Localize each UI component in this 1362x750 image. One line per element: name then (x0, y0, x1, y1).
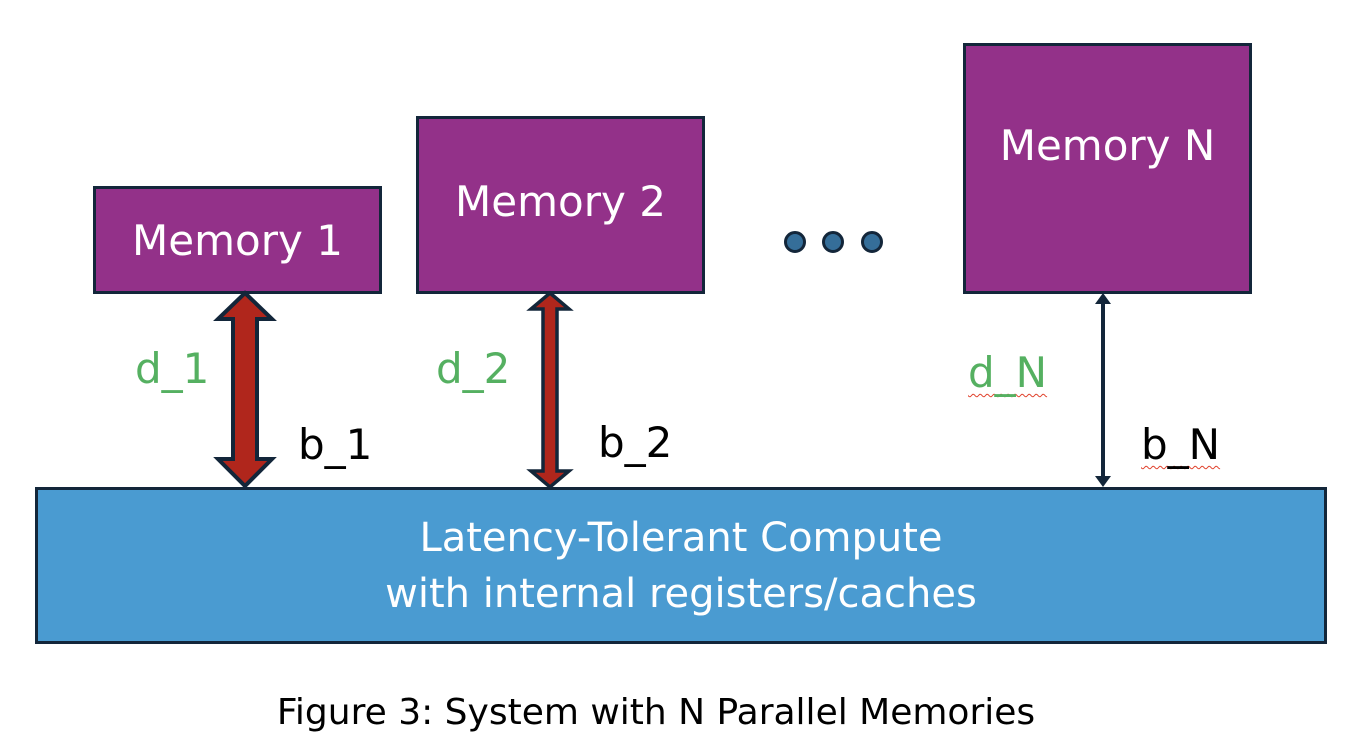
memory-n-box: Memory N (963, 43, 1252, 294)
memory-n-label: Memory N (999, 121, 1216, 170)
delay-label-2: d_2 (436, 344, 511, 393)
compute-subtitle: with internal registers/caches (385, 570, 977, 617)
ellipsis-dot (784, 231, 806, 253)
compute-box: Latency-Tolerant Compute with internal r… (35, 487, 1327, 644)
bandwidth-label-n: b_N (1141, 420, 1221, 469)
memory-2-box: Memory 2 (416, 116, 705, 294)
ellipsis-dot (822, 231, 844, 253)
memory-1-box: Memory 1 (93, 186, 382, 294)
ellipsis-dot (861, 231, 883, 253)
delay-label-n: d_N (968, 348, 1048, 397)
bandwidth-label-1: b_1 (298, 420, 373, 469)
memory-2-label: Memory 2 (455, 176, 666, 226)
bandwidth-label-2: b_2 (598, 418, 673, 467)
compute-title: Latency-Tolerant Compute (419, 514, 943, 561)
delay-label-1: d_1 (135, 344, 210, 393)
memory-1-bus-arrow (213, 290, 277, 489)
memory-n-bus-arrow (1095, 293, 1111, 487)
memory-2-bus-arrow (526, 290, 574, 490)
figure-caption: Figure 3: System with N Parallel Memorie… (276, 692, 1036, 733)
memory-1-label: Memory 1 (132, 215, 343, 265)
